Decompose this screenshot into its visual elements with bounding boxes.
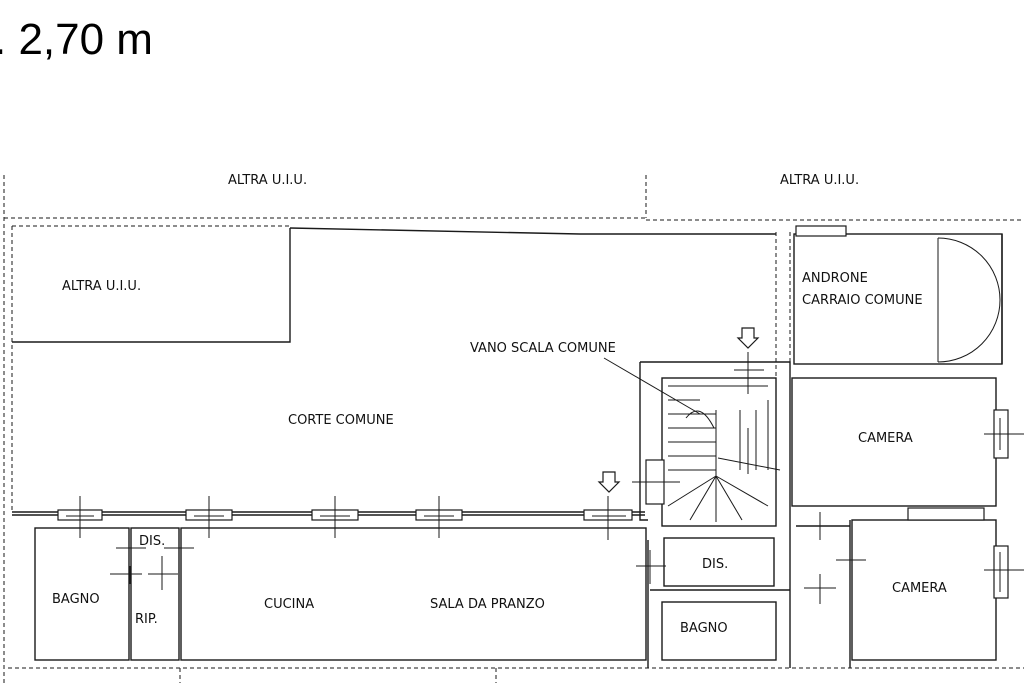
label-androne: ANDRONE — [802, 271, 868, 286]
entrance-arrow-icon — [597, 471, 621, 493]
door-swing-icon — [937, 237, 1001, 363]
window-icon — [57, 496, 633, 540]
label-bagno-right: BAGNO — [680, 621, 728, 636]
label-dis-left: DIS. — [139, 534, 165, 549]
window-icon — [632, 409, 1024, 599]
ceiling-height-label: . 2,70 m — [0, 15, 153, 64]
label-rip: RIP. — [135, 612, 158, 627]
label-camera-lower: CAMERA — [892, 581, 947, 596]
label-cucina: CUCINA — [264, 597, 314, 612]
label-bagno-left: BAGNO — [52, 592, 100, 607]
entrance-arrow-icon — [734, 327, 764, 394]
label-carraio-comune: CARRAIO COMUNE — [802, 293, 923, 308]
door-marker — [110, 225, 985, 604]
label-corte-comune: CORTE COMUNE — [288, 413, 394, 428]
label-camera-upper: CAMERA — [858, 431, 913, 446]
label-altra-uiu-top-right: ALTRA U.I.U. — [780, 173, 859, 188]
staircase — [667, 385, 781, 522]
label-altra-uiu-inner: ALTRA U.I.U. — [62, 279, 141, 294]
label-dis-right: DIS. — [702, 557, 728, 572]
label-vano-scala-comune: VANO SCALA COMUNE — [470, 341, 616, 356]
label-altra-uiu-top-left: ALTRA U.I.U. — [228, 173, 307, 188]
label-sala-da-pranzo: SALA DA PRANZO — [430, 597, 545, 612]
neighbour-boundaries — [3, 175, 1024, 683]
label-leader — [603, 357, 701, 415]
